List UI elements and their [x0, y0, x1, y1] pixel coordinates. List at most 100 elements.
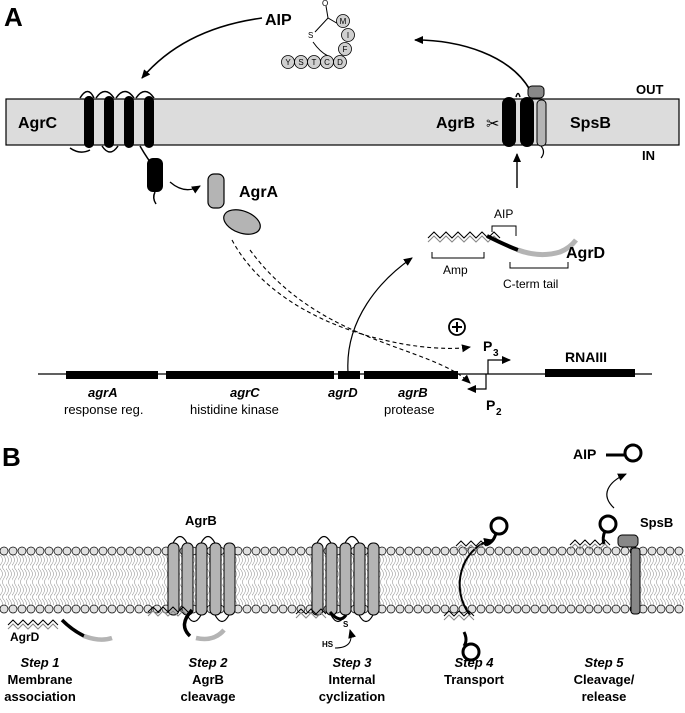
panel-b-label: B: [2, 442, 21, 472]
agrd-step1: [7, 618, 113, 642]
aip-tail-residue: T: [307, 55, 321, 69]
aip-ring-residue: I: [341, 28, 355, 42]
thiolactone-s: S: [308, 31, 313, 40]
agrb-b-label: AgrB: [185, 513, 217, 528]
step-captions: Step 1 Membrane association Step 2 AgrB cleav…: [4, 655, 635, 704]
gene-name-agrc: agrC: [230, 385, 260, 400]
aip-ring-residue: D: [333, 55, 347, 69]
svg-text:T: T: [312, 58, 317, 67]
aip-tail-residue: Y: [281, 55, 295, 69]
agrd-b-label: AgrD: [10, 630, 40, 644]
step-caption: Step 5 Cleavage/release: [574, 655, 635, 704]
svg-text:I: I: [347, 31, 349, 40]
step-line2: cleavage: [181, 689, 236, 704]
svg-text:M: M: [340, 17, 347, 26]
rnaiii-label: RNAIII: [565, 349, 607, 365]
step-line2: association: [4, 689, 76, 704]
step-caption: Step 4 Transport: [444, 655, 505, 687]
transport-arrow: [458, 538, 493, 616]
agrd-step2: [147, 606, 226, 642]
p2-label: P: [486, 397, 495, 413]
agrc-receptor: [69, 90, 163, 205]
agrd-gene: [338, 371, 360, 379]
step-number: Step 2: [188, 655, 228, 670]
hs-label: HS: [322, 640, 334, 649]
step-number: Step 5: [584, 655, 624, 670]
step-number: Step 1: [20, 655, 59, 670]
spsb-b-protein: [617, 534, 641, 615]
agrd-label: AgrD: [566, 245, 605, 262]
gene-name-agrd: agrD: [328, 385, 358, 400]
amp-bracket: [431, 252, 485, 259]
membrane-band: [5, 98, 680, 146]
gene-function-agra: response reg.: [64, 402, 144, 417]
aip-tail-residue: S: [294, 55, 308, 69]
agra-to-p2-arrow: [249, 249, 471, 384]
step-number: Step 4: [454, 655, 494, 670]
svg-text:S: S: [298, 58, 303, 67]
agrc-to-agra-arrow: [169, 181, 201, 194]
agra-protein: [207, 173, 261, 235]
aip-tail-residue: C: [320, 55, 334, 69]
svg-text:F: F: [343, 45, 348, 54]
aip-title: AIP: [265, 12, 292, 29]
p3-label: P: [483, 338, 492, 354]
agrb-protein: [502, 92, 534, 147]
out-label: OUT: [636, 82, 664, 97]
agrd-aip-label: AIP: [494, 207, 513, 221]
aip-ring-residue: M: [336, 14, 350, 28]
agrb-step2-protein: [167, 535, 236, 623]
svg-text:C: C: [324, 58, 330, 67]
svg-text:D: D: [337, 58, 343, 67]
panel-a-label: A: [4, 2, 23, 32]
aip-released-label: AIP: [573, 446, 596, 462]
release-arrow: [606, 473, 627, 509]
gene-function-agrb: protease: [384, 402, 435, 417]
agra-label: AgrA: [239, 184, 279, 201]
agrb-step3-protein: [311, 535, 380, 623]
thiolactone-o: O: [322, 0, 328, 8]
spsb-b-label: SpsB: [640, 515, 673, 530]
tail-bracket: [509, 262, 569, 269]
in-label: IN: [642, 148, 655, 163]
s-label: S: [343, 620, 349, 629]
agra-gene: [66, 371, 158, 379]
svg-text:Y: Y: [285, 58, 291, 67]
released-aip: [606, 443, 643, 463]
aip-step4-out: [455, 516, 509, 551]
aip-step5: [569, 514, 618, 550]
p3-promoter-arrow: [487, 356, 511, 374]
step-caption: Step 2 AgrB cleavage: [181, 655, 236, 704]
spsb-label: SpsB: [570, 115, 611, 132]
step-line2: release: [582, 689, 627, 704]
step-line1: Internal: [329, 672, 376, 687]
p2-promoter-arrow: [467, 374, 487, 393]
step-number: Step 3: [332, 655, 372, 670]
aip-bracket: [491, 225, 517, 236]
agrb-export-arrow: [414, 36, 531, 91]
step-line1: Membrane: [7, 672, 72, 687]
gene-name-agrb: agrB: [398, 385, 428, 400]
amp-label: Amp: [443, 263, 468, 277]
step-line1: AgrB: [192, 672, 224, 687]
step-line1: Transport: [444, 672, 505, 687]
activation-plus: [448, 318, 466, 336]
aip-to-agrc-arrow: [141, 17, 263, 79]
agrb-label: AgrB: [436, 115, 475, 132]
step-caption: Step 1 Membrane association: [4, 655, 76, 704]
rnaiii-gene: [545, 369, 635, 377]
agrd-step3: [295, 608, 356, 649]
gene-name-agra: agrA: [88, 385, 118, 400]
spsb-protein: [527, 85, 547, 159]
step-line1: Cleavage/: [574, 672, 635, 687]
p3-subscript: 3: [493, 348, 499, 359]
aip-step4-in: [443, 610, 481, 662]
agrc-label: AgrC: [18, 115, 58, 132]
p2-subscript: 2: [496, 407, 502, 418]
agra-to-p3-arrow: [231, 239, 471, 353]
aip-ring-residue: F: [338, 42, 352, 56]
agrc-gene: [166, 371, 334, 379]
step-line2: cyclization: [319, 689, 386, 704]
